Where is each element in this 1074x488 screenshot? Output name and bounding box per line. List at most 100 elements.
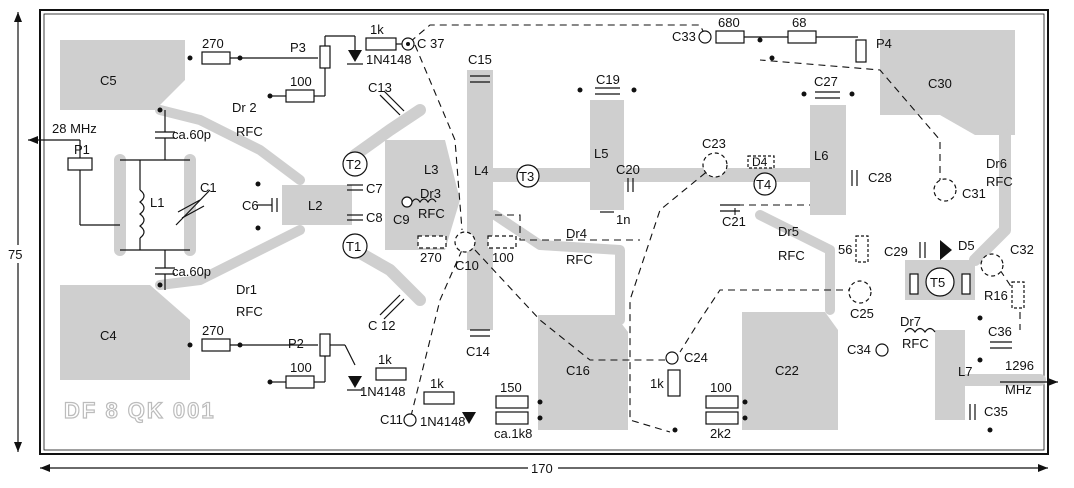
- cap-c37-label: C 37: [417, 36, 444, 51]
- res-r16: [1011, 281, 1025, 309]
- res-150-label: 150: [500, 380, 522, 395]
- pot-p2-body: [319, 333, 331, 357]
- bias-network-bottom: 270 P2 100 1N4148 1k: [187, 323, 407, 399]
- res-100-c24: [705, 395, 739, 409]
- l2-pad: [282, 185, 352, 225]
- choke-dr3-rfc: RFC: [418, 206, 445, 221]
- solder-1: [157, 107, 163, 113]
- dashed-c10-c24: [474, 249, 665, 361]
- choke-dr5-rfc: RFC: [778, 248, 805, 263]
- res-1k-c24: [667, 369, 681, 397]
- res-270-top-label: 270: [202, 36, 224, 51]
- pot-p1-body: [67, 157, 93, 171]
- res-1k-c11-label: 1k: [430, 376, 444, 391]
- l5-section: C19 L5 C20 1n: [594, 72, 640, 227]
- res-100-bot: [285, 375, 315, 389]
- trace-t1: [349, 244, 426, 306]
- diode-d4-box: [747, 155, 775, 169]
- res-56-label: 56: [838, 242, 852, 257]
- choke-dr5-label: Dr5: [778, 224, 799, 239]
- transistor-t3: [516, 164, 540, 188]
- cap-c28-label: C28: [868, 170, 892, 185]
- dashed-c10-c11: [409, 249, 463, 421]
- cap-c11-via: [403, 413, 417, 427]
- bias-network-right: C33 680 68 P4: [672, 15, 892, 63]
- pad-label-c22: C22: [775, 363, 799, 378]
- dashed-mid-box: [495, 214, 640, 241]
- dim-height-label: 75: [8, 247, 22, 262]
- pad-label-c30: C30: [928, 76, 952, 91]
- transistor-t4-label: T4: [756, 177, 771, 192]
- bias-network-mid: C11 1k 1N4148 150 ca.1k8: [380, 376, 543, 441]
- solder-6: [255, 225, 261, 231]
- cap-c15-label: C15: [468, 52, 492, 67]
- diode-c11-label: 1N4148: [420, 414, 466, 429]
- l3-pad: [385, 140, 460, 250]
- bias-network-c24: C24 1k 100 2k2: [650, 350, 739, 441]
- node-150: [537, 399, 543, 405]
- cap-c9-via: [401, 196, 413, 208]
- choke-dr2-rfc: RFC: [236, 124, 263, 139]
- choke-dr3-coil: [411, 198, 437, 204]
- cap-c27-label: C27: [814, 74, 838, 89]
- res-100-c24-label: 100: [710, 380, 732, 395]
- diode-d5-body: [940, 240, 952, 260]
- cap-c1-plate-1: [177, 199, 201, 213]
- node-top-1: [187, 55, 193, 61]
- res-150: [495, 395, 529, 409]
- transistor-t5-label: T5: [930, 275, 945, 290]
- cap-c10-via: [454, 231, 476, 253]
- solder-9: [801, 91, 807, 97]
- node-bot-2: [237, 342, 243, 348]
- transistor-t5: [925, 267, 955, 297]
- choke-dr1-label: Dr1: [236, 282, 257, 297]
- cap-c31-via: [933, 178, 957, 202]
- transistor-t2-label: T2: [346, 157, 361, 172]
- solder-17: [757, 37, 763, 43]
- cap-c6-label: C6: [242, 198, 259, 213]
- cap-c20-label: C20: [616, 162, 640, 177]
- pot-p1-label: P1: [74, 142, 90, 157]
- cap-c8-label: C8: [366, 210, 383, 225]
- inductor-l7-label: L7: [958, 364, 972, 379]
- doubler-section: T2 T1 C7 C8 L2 L3 C6 C9 Dr3 RFC C13 C 12…: [242, 80, 447, 333]
- res-680: [715, 30, 745, 44]
- res-56: [855, 235, 869, 263]
- transistor-t2: [342, 151, 368, 177]
- cap-c31-label: C31: [962, 186, 986, 201]
- io-connectors: 28 MHz 1296 MHz: [28, 121, 1058, 397]
- dashed-c31-link: [759, 59, 941, 185]
- node-top-2: [237, 55, 243, 61]
- choke-dr7-rfc: RFC: [902, 336, 929, 351]
- choke-dr4-label: Dr4: [566, 226, 587, 241]
- cap-c7-label: C7: [366, 181, 383, 196]
- strip-l4: [467, 70, 493, 330]
- trace-dr4: [490, 210, 625, 325]
- node-bot-1: [187, 342, 193, 348]
- node-1k8: [537, 415, 543, 421]
- cap-c36-label: C36: [988, 324, 1012, 339]
- res-100-mid-label: 100: [492, 250, 514, 265]
- res-680-label: 680: [718, 15, 740, 30]
- choke-dr1-rfc: RFC: [236, 304, 263, 319]
- output-section: C31 Dr6 RFC C29 D5 T5 C32 R16 Dr7 RFC C3…: [847, 156, 1034, 420]
- res-270-bot-label: 270: [202, 323, 224, 338]
- solder-2: [157, 282, 163, 288]
- res-100-mid: [487, 235, 517, 249]
- dim-width-arrow-right: [1038, 464, 1048, 472]
- bottom-side-wiring: [409, 24, 1021, 433]
- trace-dr1: [155, 225, 305, 290]
- choke-dr3-label: Dr3: [420, 186, 441, 201]
- pad-c16: [538, 315, 628, 430]
- cap-c24-via: [665, 351, 679, 365]
- inductor-l1-coil: [139, 189, 145, 239]
- trace-t2: [349, 104, 426, 161]
- choke-dr2-label: Dr 2: [232, 100, 257, 115]
- pot-p3-body: [319, 45, 331, 69]
- res-270-top: [201, 51, 231, 65]
- cap-1n-label: 1n: [616, 212, 630, 227]
- cap-c29-label: C29: [884, 244, 908, 259]
- board-inner-border: [43, 13, 1045, 451]
- dim-height-arrow-top: [14, 12, 22, 22]
